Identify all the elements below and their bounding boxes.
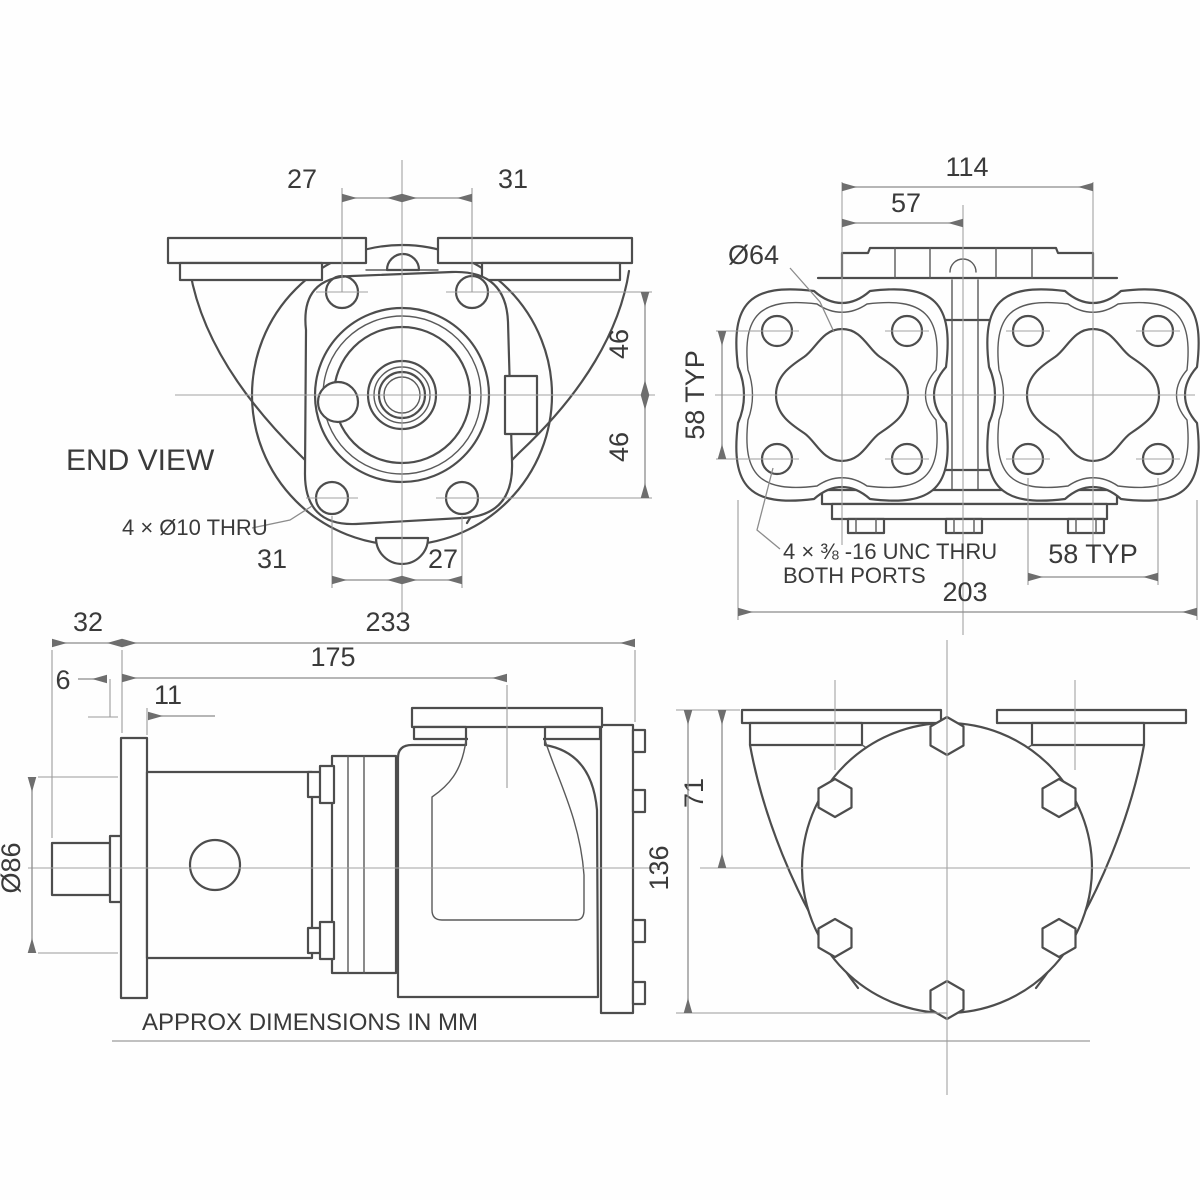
dim-label: 46 xyxy=(604,329,634,359)
rear-view-centerlines xyxy=(700,640,1190,1095)
footer-note: APPROX DIMENSIONS IN MM xyxy=(142,1009,478,1036)
drive-shaft xyxy=(50,834,124,904)
dim-label: 175 xyxy=(310,642,355,672)
thread-callout: 4 × ⅜ -16 UNC THRU BOTH PORTS xyxy=(756,467,997,588)
dim-label: 233 xyxy=(365,607,410,637)
cover-bolts xyxy=(631,728,647,1006)
dim-label: 71 xyxy=(679,778,709,808)
center-body-section xyxy=(942,279,993,491)
dim-11: 11 xyxy=(146,680,215,735)
dim-label: 27 xyxy=(287,164,317,194)
dim-label: 136 xyxy=(644,845,674,890)
port-view-centerlines xyxy=(715,182,1195,635)
pump-head xyxy=(396,706,647,1015)
dim-32: 32 xyxy=(51,607,123,838)
side-tab xyxy=(503,374,539,436)
dim-label: 6 xyxy=(55,665,70,695)
dim-58typ-left: 58 TYP xyxy=(680,330,760,460)
casting-top-profile xyxy=(816,246,1119,280)
priming-boss xyxy=(385,252,421,272)
dim-175: 175 xyxy=(121,642,508,788)
dim-label: 32 xyxy=(73,607,103,637)
dim-right-46-upper: 46 xyxy=(490,291,652,395)
dim-bottom-31: 31 xyxy=(257,516,402,588)
dim-top-31: 31 xyxy=(402,164,528,292)
dim-label: 31 xyxy=(257,544,287,574)
port-top-view: 114 57 Ø64 58 TYP 58 TYP 203 xyxy=(680,152,1200,635)
cam-screw-boss xyxy=(316,380,360,424)
thread-note-line1: 4 × ⅜ -16 UNC THRU xyxy=(783,539,997,564)
dim-label: 31 xyxy=(498,164,528,194)
dim-label: 58 TYP xyxy=(1048,539,1138,569)
dim-label: 46 xyxy=(604,432,634,462)
dim-label: 57 xyxy=(891,188,921,218)
dim-6: 6 xyxy=(55,665,118,718)
dim-bottom-27: 27 xyxy=(402,516,463,588)
bearing-housing-body xyxy=(145,770,314,960)
dim-label: 203 xyxy=(942,577,987,607)
footer: APPROX DIMENSIONS IN MM xyxy=(112,1009,1090,1042)
end-view-title: END VIEW xyxy=(66,444,215,477)
dim-label: 11 xyxy=(154,680,182,710)
top-port-flanges xyxy=(166,236,634,282)
dim-114: 114 xyxy=(842,152,1093,192)
dim-label: 114 xyxy=(945,152,988,182)
end-view: 27 31 46 46 31 27 4 × Ø10 T xyxy=(66,160,655,612)
rear-cover-plate xyxy=(599,723,635,1015)
hole-note: 4 × Ø10 THRU xyxy=(122,515,268,540)
thread-note-line2: BOTH PORTS xyxy=(783,563,926,588)
dim-label: 27 xyxy=(428,544,458,574)
dim-label: 58 TYP xyxy=(680,350,710,440)
dim-dia86: Ø86 xyxy=(0,776,118,954)
dim-label: Ø86 xyxy=(0,842,26,893)
dim-top-27: 27 xyxy=(287,164,402,292)
dim-58typ-bottom: 58 TYP xyxy=(1027,478,1159,585)
dim-203: 203 xyxy=(737,500,1198,620)
dim-right-46-lower: 46 xyxy=(480,395,652,499)
rear-end-view: 71 136 xyxy=(644,640,1190,1095)
dim-57: 57 xyxy=(842,188,963,228)
dim-71: 71 xyxy=(676,709,740,868)
bore-label: Ø64 xyxy=(728,240,779,270)
bore-callout: Ø64 xyxy=(728,240,835,333)
dim-233: 233 xyxy=(121,607,636,722)
adapter-plates xyxy=(306,754,398,975)
grease-port xyxy=(188,838,242,892)
rear-port-flanges xyxy=(740,708,1188,747)
side-view: 32 233 175 6 11 Ø86 xyxy=(0,607,658,1015)
hole-callout: 4 × Ø10 THRU xyxy=(122,505,313,540)
end-view-centerlines xyxy=(175,160,655,612)
dim-136: 136 xyxy=(644,710,947,1014)
